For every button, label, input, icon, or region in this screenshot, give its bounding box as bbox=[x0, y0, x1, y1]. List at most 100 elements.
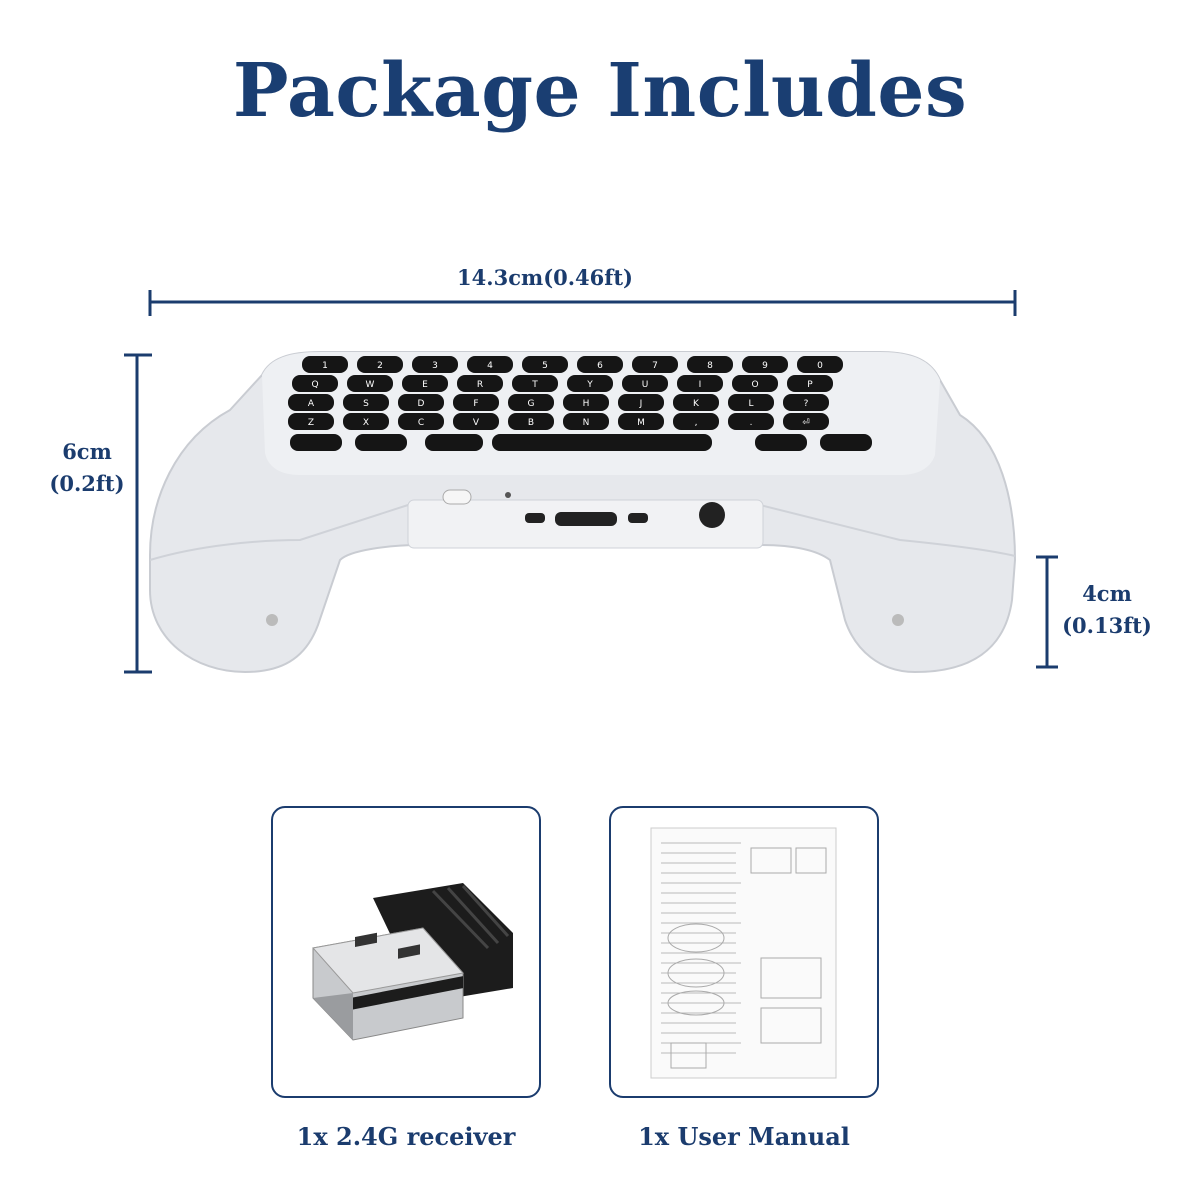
space-key bbox=[492, 434, 712, 451]
key-label: 4 bbox=[487, 361, 493, 371]
key-label: I bbox=[699, 380, 702, 390]
key bbox=[508, 394, 554, 411]
key-label: J bbox=[639, 399, 643, 409]
key-label: F bbox=[473, 399, 478, 409]
function-key bbox=[425, 434, 483, 451]
key bbox=[288, 394, 334, 411]
key bbox=[522, 356, 568, 373]
function-key bbox=[355, 434, 407, 451]
key bbox=[563, 394, 609, 411]
usb-receiver-image bbox=[312, 883, 513, 1041]
key-label: P bbox=[807, 380, 813, 390]
key bbox=[292, 375, 338, 392]
key-label: X bbox=[363, 418, 369, 428]
key-label: 1 bbox=[322, 361, 328, 371]
audio-jack bbox=[699, 502, 725, 528]
key-label: 6 bbox=[597, 361, 603, 371]
key bbox=[728, 413, 774, 430]
height-ft: (0.2ft) bbox=[49, 471, 125, 496]
key bbox=[508, 413, 554, 430]
grip-label: 4cm (0.13ft) bbox=[1052, 578, 1162, 642]
receiver-caption: 1x 2.4G receiver bbox=[296, 1122, 516, 1151]
key bbox=[288, 413, 334, 430]
key-label: 9 bbox=[762, 361, 768, 371]
height-label: 6cm (0.2ft) bbox=[27, 436, 147, 500]
key-label: 3 bbox=[432, 361, 438, 371]
key bbox=[357, 356, 403, 373]
key bbox=[563, 413, 609, 430]
function-key bbox=[820, 434, 872, 451]
key bbox=[728, 394, 774, 411]
key bbox=[797, 356, 843, 373]
key bbox=[787, 375, 833, 392]
key-label: B bbox=[528, 418, 534, 428]
grip-cm: 4cm bbox=[1082, 581, 1132, 606]
grip-ft: (0.13ft) bbox=[1062, 613, 1152, 638]
key bbox=[742, 356, 788, 373]
key bbox=[453, 413, 499, 430]
key-label: , bbox=[695, 418, 698, 428]
key bbox=[687, 356, 733, 373]
key bbox=[398, 394, 444, 411]
key-label: E bbox=[422, 380, 428, 390]
key bbox=[677, 375, 723, 392]
key-label: N bbox=[583, 418, 590, 428]
key-label: A bbox=[308, 399, 315, 409]
key bbox=[673, 394, 719, 411]
key-label: V bbox=[473, 418, 480, 428]
key-label: W bbox=[366, 380, 375, 390]
key bbox=[618, 413, 664, 430]
key-label: M bbox=[637, 418, 645, 428]
key-label: U bbox=[642, 380, 649, 390]
key bbox=[622, 375, 668, 392]
key bbox=[673, 413, 719, 430]
key-label: ⏎ bbox=[802, 418, 810, 428]
key bbox=[398, 413, 444, 430]
key-label: H bbox=[583, 399, 590, 409]
key bbox=[467, 356, 513, 373]
key bbox=[632, 356, 678, 373]
key-label: 5 bbox=[542, 361, 548, 371]
led-indicator bbox=[505, 492, 511, 498]
key-label: R bbox=[477, 380, 483, 390]
key-label: Y bbox=[586, 380, 593, 390]
key bbox=[567, 375, 613, 392]
key-label: . bbox=[750, 418, 753, 428]
key bbox=[302, 356, 348, 373]
height-cm: 6cm bbox=[62, 439, 112, 464]
function-key bbox=[755, 434, 807, 451]
key-label: C bbox=[418, 418, 424, 428]
key-label: L bbox=[748, 399, 753, 409]
receiver-box bbox=[271, 806, 541, 1098]
key-label: 7 bbox=[652, 361, 658, 371]
manual-box bbox=[609, 806, 879, 1098]
key bbox=[577, 356, 623, 373]
key-label: G bbox=[528, 399, 535, 409]
key-label: Z bbox=[308, 418, 314, 428]
key bbox=[402, 375, 448, 392]
key-label: T bbox=[531, 380, 538, 390]
key bbox=[453, 394, 499, 411]
key bbox=[618, 394, 664, 411]
key bbox=[732, 375, 778, 392]
manual-caption: 1x User Manual bbox=[638, 1122, 850, 1151]
key bbox=[783, 394, 829, 411]
page-title: Package Includes bbox=[232, 48, 968, 134]
key-label: S bbox=[363, 399, 369, 409]
key bbox=[783, 413, 829, 430]
key-label: 2 bbox=[377, 361, 383, 371]
key-label: D bbox=[418, 399, 425, 409]
key-label: ? bbox=[804, 399, 809, 409]
key-label: Q bbox=[311, 380, 318, 390]
key bbox=[457, 375, 503, 392]
key-label: 8 bbox=[707, 361, 713, 371]
width-label: 14.3cm(0.46ft) bbox=[457, 265, 633, 290]
key-label: K bbox=[693, 399, 700, 409]
key bbox=[343, 413, 389, 430]
power-switch bbox=[442, 489, 472, 505]
key bbox=[512, 375, 558, 392]
key bbox=[412, 356, 458, 373]
